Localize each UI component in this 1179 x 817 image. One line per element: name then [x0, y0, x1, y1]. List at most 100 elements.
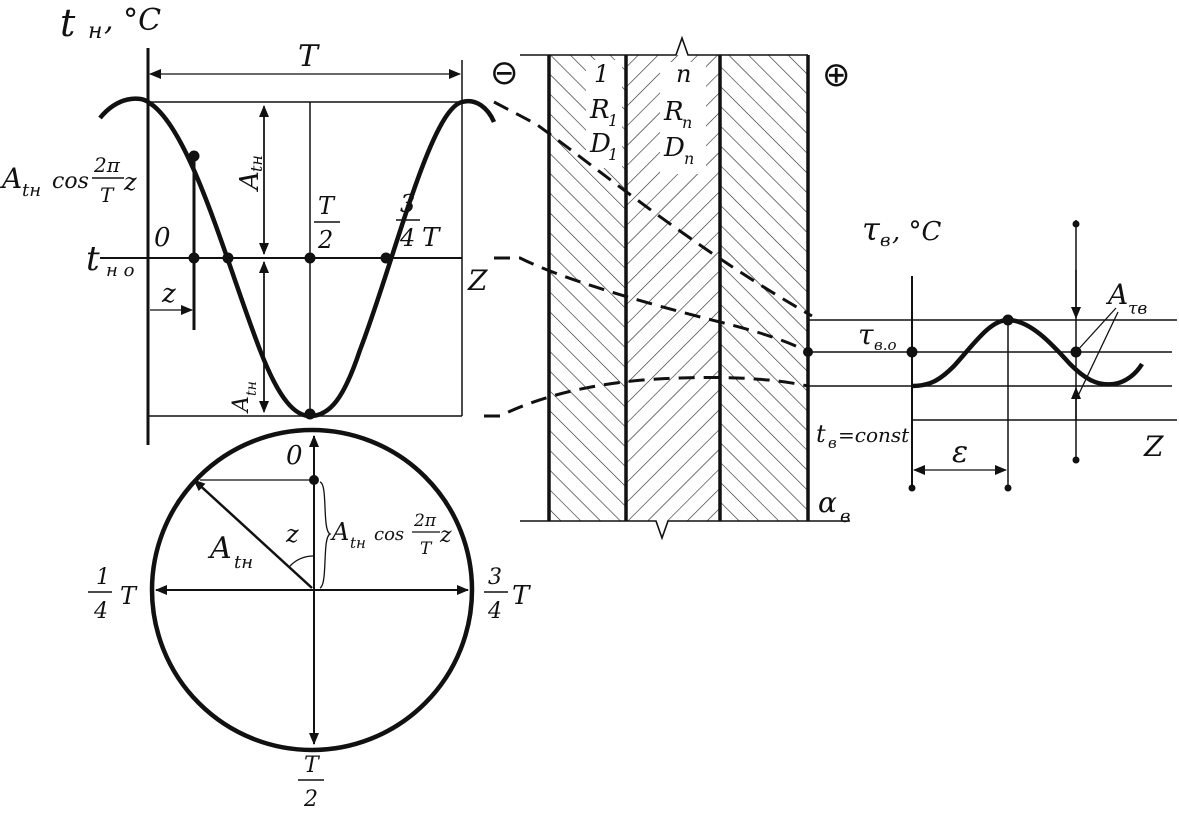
wall-section: ⊖ ⊕ 1 R 1 D 1 n R n D n t в =const α в: [484, 35, 910, 541]
right-amplitude-label: A: [1105, 278, 1128, 311]
circle-right-num: 3: [488, 565, 502, 590]
inner-surface-wave: [911, 317, 1144, 389]
lag-label: ε: [952, 435, 968, 470]
phase-circle: [149, 427, 475, 753]
cos-expression-subscript: tн: [22, 180, 41, 201]
right-peak-point: [1002, 314, 1014, 326]
right-amplitude-subscript: τв: [1128, 299, 1147, 319]
mean-temperature-dashed: [494, 256, 809, 354]
circle-angle-label: z: [285, 520, 299, 548]
circle-projection-num: 2π: [413, 511, 437, 531]
minus-sign: ⊖: [490, 53, 519, 93]
circle-bottom-den: 2: [303, 787, 318, 812]
circle-right-suffix: T: [512, 581, 531, 611]
mean-subscript: н о: [106, 260, 135, 281]
point-half-period: [304, 252, 316, 264]
amplitude-upper-label: A: [235, 171, 265, 192]
amplitude-upper-subscript: tн: [247, 155, 266, 172]
right-y-axis-unit: , °C: [892, 217, 942, 247]
circle-right-den: 4: [487, 599, 502, 624]
amplitude-leader-2: [1075, 311, 1119, 401]
right-mean-subscript: в.о: [874, 336, 897, 354]
circle-projection-point: [309, 475, 319, 485]
left-plot-labels: t н , °C T A tн cos 2π T z A tн A tн 0 t…: [0, 1, 488, 414]
layer1-inertia-sub: 1: [608, 145, 618, 164]
amplitude-lower-label: A: [229, 396, 254, 414]
circle-projection-subscript: tн: [350, 534, 366, 552]
right-amplitude-point: [1070, 346, 1082, 358]
wall-label-mask-1: [586, 60, 622, 168]
right-amplitude-top-dot: [1072, 220, 1080, 228]
layern-inertia: D: [663, 133, 685, 163]
circle-projection-prefix: A: [330, 518, 349, 546]
point-three-quarter: [380, 252, 392, 264]
circle-projection-func: cos: [374, 524, 404, 545]
amplitude-leader-1: [1075, 307, 1117, 353]
layern-inertia-sub: n: [684, 149, 694, 168]
layer1-index: 1: [594, 60, 609, 88]
circle-projection-var: z: [439, 523, 452, 548]
cos-expression-func: cos: [52, 169, 89, 194]
left-time-axis-label: Z: [467, 264, 488, 297]
layer1-inertia: D: [589, 129, 611, 159]
half-period-den: 2: [317, 226, 333, 254]
layer1-resistance: R: [589, 95, 610, 125]
left-plot: [98, 48, 497, 445]
layer1-resistance-sub: 1: [608, 111, 618, 130]
cos-expression-prefix: A: [0, 162, 22, 195]
right-mean-label: τ: [858, 318, 874, 351]
circle-left-suffix: T: [120, 582, 138, 610]
layern-resistance: R: [663, 97, 684, 127]
alpha-label: α: [818, 486, 837, 519]
circle-projection-den: T: [420, 539, 433, 559]
circle-top-label: 0: [286, 441, 303, 471]
layern-resistance-sub: n: [682, 113, 692, 132]
wall-bottom-edge: [520, 520, 850, 541]
circle-angle-arc: [289, 555, 315, 567]
inner-temp-sub: в: [828, 434, 837, 452]
mean-label: t: [86, 239, 100, 279]
wall-label-mask-n: [660, 62, 706, 174]
right-y-axis-label: τ: [862, 210, 881, 248]
point-crossing: [222, 252, 234, 264]
right-time-axis-label: Z: [1143, 430, 1164, 463]
three-quarter-num: 3: [400, 190, 415, 218]
inner-temp-suffix: =const: [838, 423, 910, 447]
point-minimum: [304, 408, 316, 420]
period-label: T: [298, 39, 320, 74]
left-y-axis-unit: , °C: [104, 3, 161, 38]
cos-fraction-num: 2π: [93, 153, 121, 177]
alpha-sub: в: [840, 506, 850, 527]
amplitude-lower-subscript: tн: [244, 381, 260, 396]
circle-left-num: 1: [96, 565, 110, 590]
wall-top-edge: [520, 35, 808, 56]
right-amplitude-bottom-dot: [1072, 456, 1080, 464]
plus-sign: ⊕: [822, 55, 851, 95]
circle-left-den: 4: [93, 599, 108, 624]
point-cos-z: [188, 150, 200, 162]
circle-radius-label: A: [207, 531, 232, 566]
three-quarter-den: 4: [399, 224, 415, 252]
origin-label: 0: [154, 223, 171, 253]
layern-index: n: [676, 60, 691, 88]
right-axis-bottom-dot: [908, 484, 916, 492]
point-origin: [188, 252, 200, 264]
three-quarter-suffix: T: [422, 223, 441, 253]
phase-circle-outline: [149, 427, 475, 753]
phase-circle-labels: 0 z A tн A tн cos 2π T z 1 4 T 3 4 T T 2: [88, 441, 531, 812]
inner-temp-label: t: [816, 420, 826, 448]
right-plot: [808, 220, 1177, 492]
max-temperature-dashed: [493, 100, 813, 318]
left-y-axis-label: t: [60, 1, 76, 45]
circle-bottom-num: T: [304, 753, 321, 778]
right-mean-point: [906, 346, 918, 358]
left-y-axis-subscript: н: [88, 19, 103, 44]
circle-radius-subscript: tн: [234, 552, 253, 573]
cos-expression-var: z: [123, 168, 137, 196]
right-peak-bottom-dot: [1004, 484, 1012, 492]
shift-label: z: [161, 279, 176, 309]
right-y-axis-subscript: в: [880, 230, 890, 251]
circle-radius-vector: [193, 479, 313, 589]
